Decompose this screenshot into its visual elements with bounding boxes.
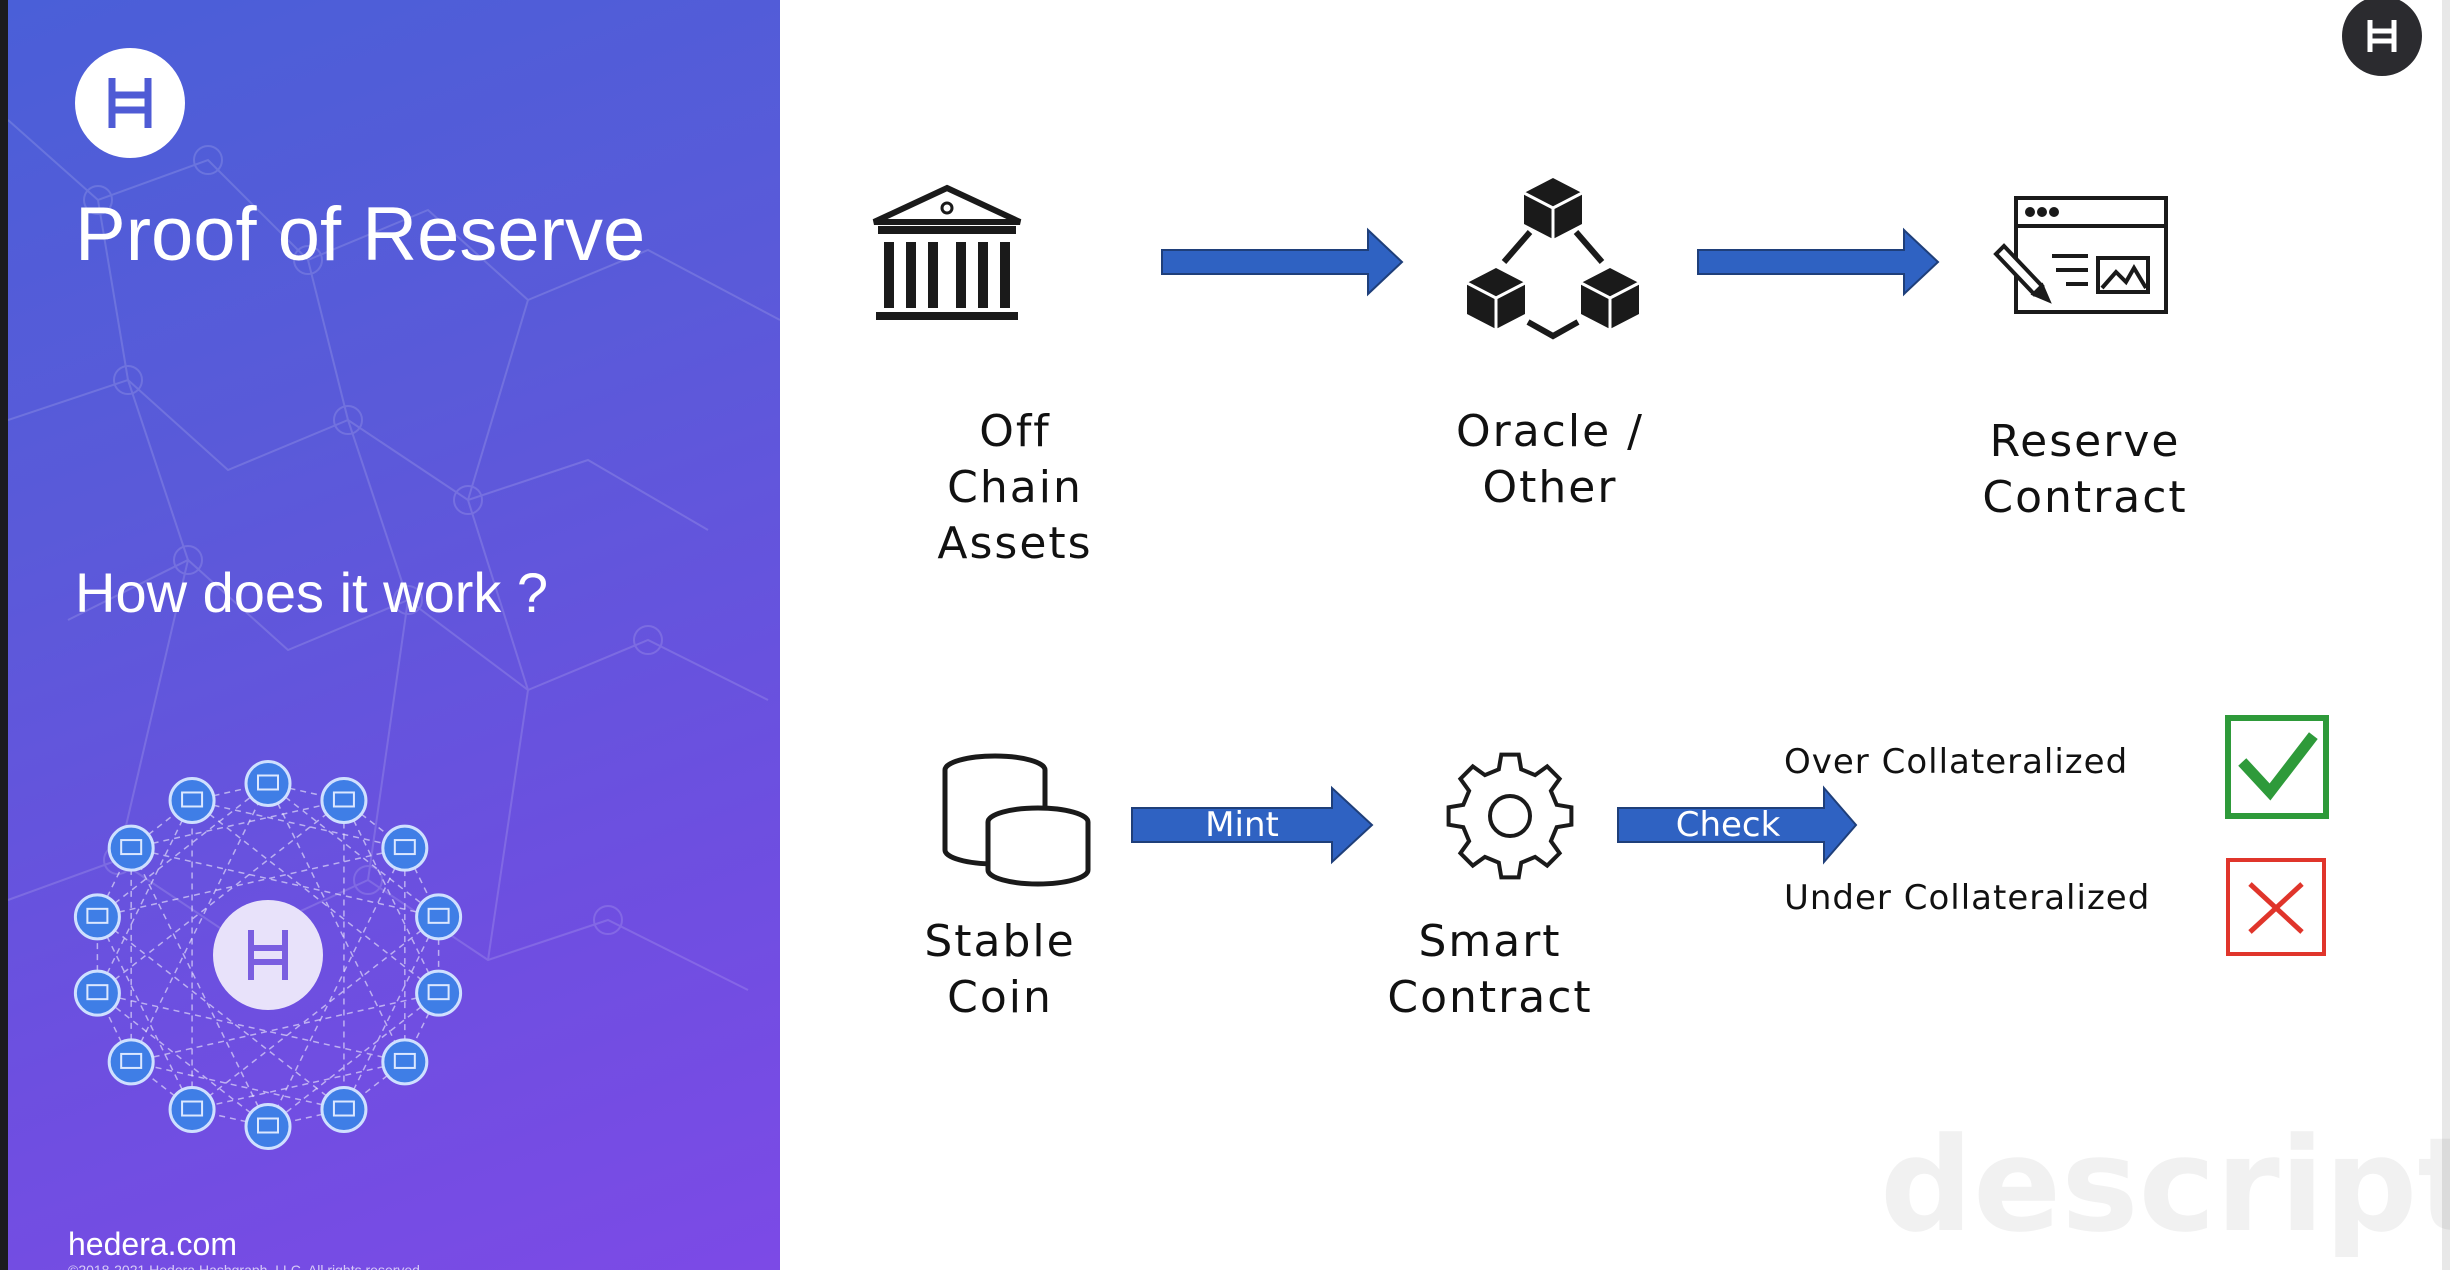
- hedera-corner-logo-icon: [2342, 0, 2422, 76]
- network-node: [320, 1086, 368, 1134]
- over-collateralized-label: Over Collateralized: [1784, 742, 2129, 782]
- left-window-edge: [0, 0, 8, 1270]
- check-arrow: [1617, 785, 1858, 865]
- arrow-oracle-to-reserve: [1697, 227, 1940, 297]
- node-label-oracle-other: Oracle / Other: [1456, 406, 1644, 513]
- flow-diagram: [872, 178, 2329, 956]
- network-node: [168, 776, 216, 824]
- webpage-editor-icon: [1993, 196, 2168, 314]
- under-collateralized-label: Under Collateralized: [1784, 878, 2151, 918]
- node-label-reserve-contract: Reserve Contract: [1982, 416, 2188, 523]
- node-label-stable-coin: Stable Coin: [924, 916, 1076, 1023]
- bank-icon: [872, 184, 1022, 320]
- node-label-off-chain-assets: Off Chain Assets: [937, 406, 1093, 569]
- right-window-edge: [2442, 0, 2450, 1270]
- gear-icon: [1446, 752, 1574, 880]
- network-node: [168, 1086, 216, 1134]
- hedera-logo-icon: [75, 48, 185, 158]
- title-panel: Proof of Reserve How does it work ? hede…: [8, 0, 780, 1270]
- check-arrow-label: Check: [1675, 805, 1781, 845]
- mint-arrow: [1131, 785, 1374, 865]
- network-node: [107, 1038, 155, 1086]
- cross-box-icon: [2226, 858, 2326, 956]
- coins-stack-icon: [942, 753, 1091, 887]
- blockchain-network-icon: [1466, 178, 1640, 340]
- hedera-network-illustration: [73, 760, 463, 1150]
- network-node: [415, 893, 463, 941]
- footer-url: hedera.com: [68, 1226, 237, 1262]
- network-node: [244, 1103, 292, 1150]
- slide-subtitle: How does it work ?: [75, 561, 549, 624]
- checkmark-box-icon: [2225, 715, 2329, 819]
- descript-watermark: descript: [1880, 1109, 2450, 1261]
- node-label-smart-contract: Smart Contract: [1387, 916, 1593, 1023]
- slide-title: Proof of Reserve: [75, 192, 646, 277]
- network-node: [381, 824, 429, 872]
- mint-arrow-label: Mint: [1205, 805, 1279, 845]
- footer-copyright: ©2018-2021 Hedera Hashgraph, LLC. All ri…: [68, 1262, 424, 1270]
- network-node: [381, 1038, 429, 1086]
- network-node: [320, 776, 368, 824]
- network-node: [107, 824, 155, 872]
- network-node: [73, 893, 121, 941]
- network-node: [415, 969, 463, 1017]
- network-node: [73, 969, 121, 1017]
- arrow-assets-to-oracle: [1161, 227, 1404, 297]
- network-node: [244, 760, 292, 807]
